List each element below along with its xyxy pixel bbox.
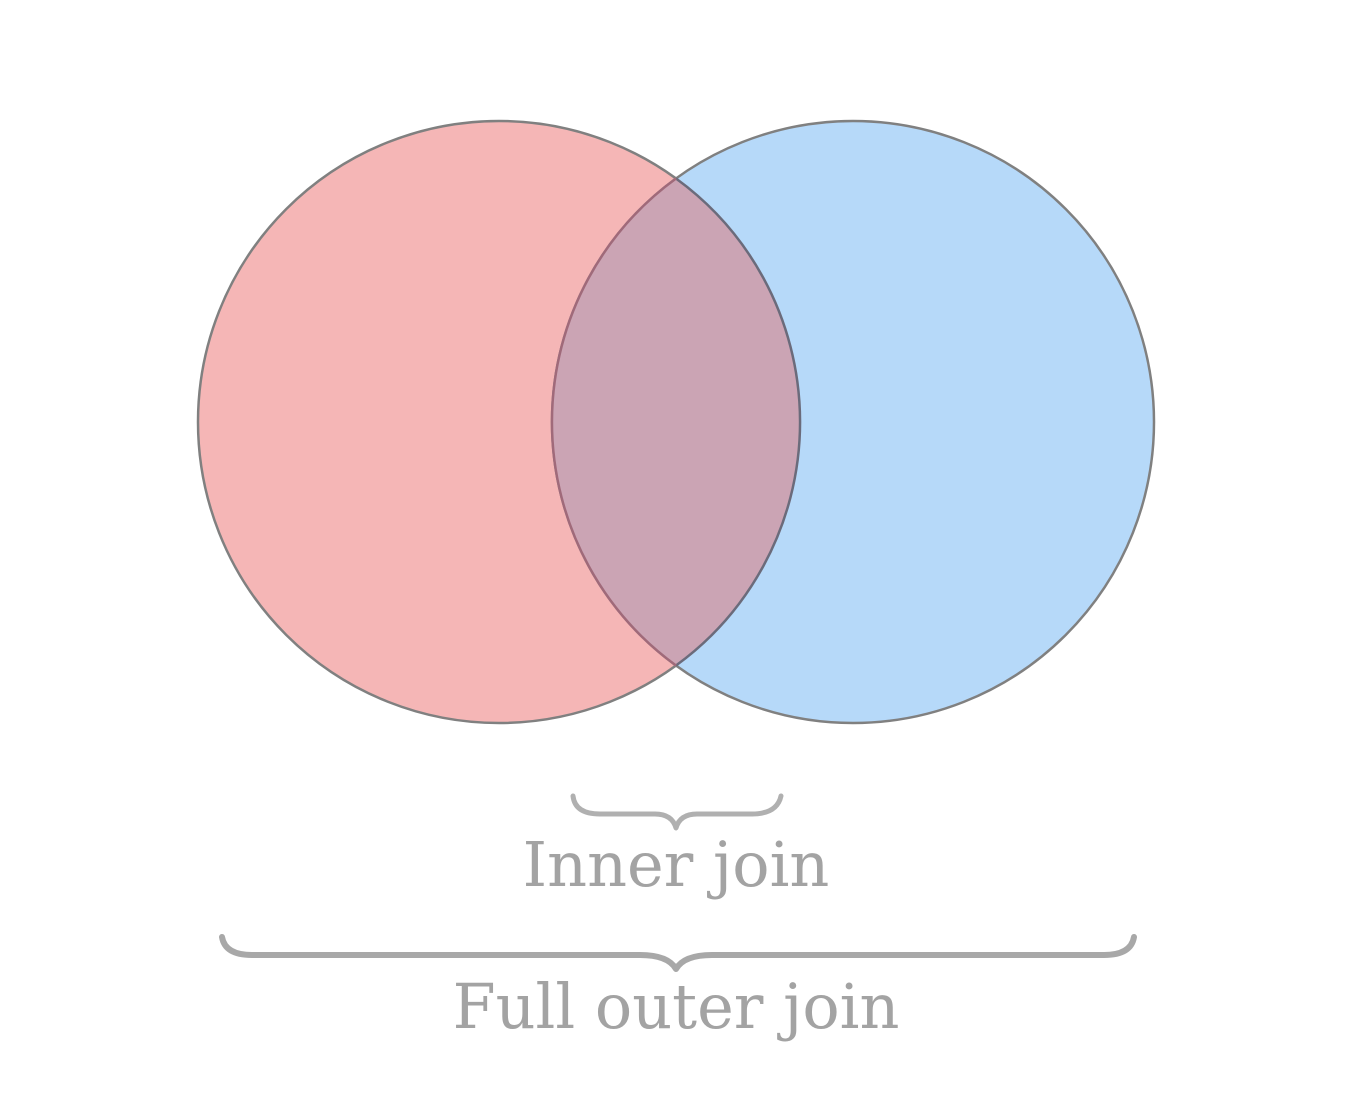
inner-join-label: Inner join [523,828,830,901]
full-outer-join-brace [219,934,1137,972]
full-outer-join-label: Full outer join [453,970,900,1043]
intersection-region [551,178,801,666]
right-circle-inner-arc [550,177,677,667]
inner-join-brace [570,793,784,831]
left-circle-inner-arc [675,177,802,667]
